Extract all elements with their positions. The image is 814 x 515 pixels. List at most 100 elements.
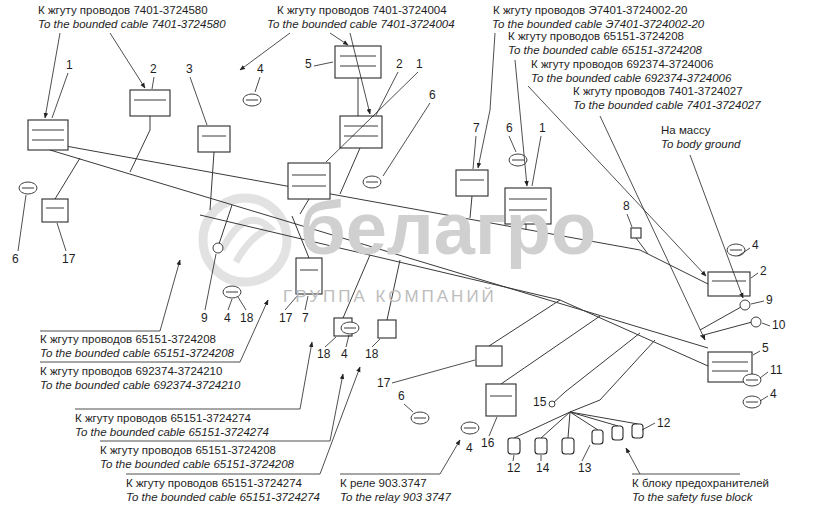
callout-number: 12 — [507, 462, 520, 476]
pin-terminal — [727, 244, 745, 256]
connector-block — [378, 320, 396, 338]
pin-terminal — [746, 380, 758, 381]
ring-terminal — [740, 300, 750, 310]
callout-number: 18 — [240, 312, 253, 326]
callout-number: 4 — [752, 239, 759, 253]
harness-wire — [489, 300, 560, 346]
cable-callout-translation: To the bounded cable 65151-3724274 — [75, 426, 269, 439]
harness-wire — [130, 116, 150, 172]
callout-number: 2 — [396, 58, 403, 72]
cable-callout-translation: To the bounded cable 7401-3724580 — [38, 18, 226, 31]
ring-terminal — [751, 317, 761, 327]
harness-wire — [501, 316, 600, 384]
connector-block — [712, 362, 748, 371]
connector-block — [490, 396, 512, 397]
callout-number: 4 — [257, 63, 264, 77]
harness-wire — [568, 412, 570, 438]
cable-callout-text: К жгуту проводов 65151-3724208 — [40, 333, 216, 346]
cable-callout-translation: To the bounded cable 65151-3724208 — [100, 458, 294, 471]
callout-number: 4 — [224, 312, 231, 326]
pin-terminal — [730, 250, 742, 251]
callout-number: 18 — [365, 348, 378, 362]
cable-callout-translation: To the bounded cable 65151-3724274 — [126, 491, 320, 504]
pin-terminal — [461, 422, 479, 434]
cable-callout-text: К жгуту проводов 65151-3724274 — [126, 477, 302, 490]
fuse-lead — [508, 401, 643, 454]
cable-callout-text: К жгуту проводов 7401-3724004 — [277, 4, 447, 17]
connector-block — [28, 120, 68, 150]
callout-number: 1 — [66, 59, 73, 73]
connector-block — [486, 384, 516, 416]
pin-terminal — [223, 286, 241, 298]
cable-callout-translation: To the bounded cable 7401-3724004 — [267, 18, 455, 31]
cable-callout-text: К блоку предохранителей — [632, 477, 769, 490]
connector-block — [335, 46, 381, 78]
callout-leader — [18, 62, 770, 461]
leader-arrow — [45, 33, 60, 118]
leader-arrow — [40, 300, 268, 362]
pin-terminal — [743, 396, 761, 408]
ring-terminal — [213, 243, 223, 253]
cable-callout-text: К жгуту проводов 7401-3724580 — [38, 4, 208, 17]
pin-terminal — [512, 160, 524, 161]
harness-wire — [541, 412, 570, 438]
cable-callout-text: К жгуту проводов 692374-3724006 — [531, 58, 713, 71]
pin-terminal — [226, 292, 238, 293]
pin-terminal — [464, 428, 476, 429]
callout-number: 16 — [481, 437, 494, 451]
pin-terminal — [22, 188, 34, 189]
callout-number: 15 — [533, 396, 546, 410]
callout-number: 13 — [578, 462, 591, 476]
callout-number: 1 — [416, 58, 423, 72]
connector-block — [130, 90, 170, 116]
callout-number: 7 — [302, 312, 309, 326]
cable-callout-text: К жгуту проводов 65151-3724208 — [508, 30, 684, 43]
callout-number: 7 — [473, 122, 480, 136]
connector-block — [460, 180, 484, 181]
harness-wire — [700, 322, 752, 336]
pin-terminal — [19, 182, 37, 194]
leader-arrow — [40, 260, 180, 331]
pin-terminal — [341, 322, 359, 334]
callout-number: 6 — [398, 390, 405, 404]
watermark: белагро — [300, 186, 596, 271]
pin-terminal — [344, 328, 356, 329]
cable-callout-text: К реле 903.3747 — [340, 477, 427, 490]
callout-number: 10 — [772, 319, 785, 333]
watermark-subtitle: ГРУППА КОМПАНИЙ — [283, 287, 497, 307]
connector-block — [32, 130, 64, 140]
watermark-logo — [203, 198, 287, 282]
callout-number: 9 — [766, 294, 773, 308]
cable-callout-text: К жгуту проводов Э7401-3724002-20 — [493, 4, 688, 17]
callout-number: 5 — [305, 58, 312, 72]
leader-arrow — [330, 33, 348, 45]
harness-wire — [570, 340, 655, 412]
fuse-lead — [508, 438, 520, 454]
leader-arrow — [110, 33, 145, 88]
fuse-lead — [562, 438, 574, 454]
harness-wire — [60, 145, 708, 284]
harness-wire — [210, 152, 214, 210]
callout-number: 6 — [506, 122, 513, 136]
callout-number: 1 — [539, 122, 546, 136]
cable-callout-translation: To the safety fuse block — [632, 491, 752, 504]
pin-terminal — [19, 94, 761, 434]
leader-arrow — [240, 33, 290, 70]
harness-wire — [552, 333, 640, 404]
connector-block — [476, 346, 502, 366]
connector-block — [340, 116, 382, 148]
cable-callout-translation: To the bounded cable 7401-3724027 — [573, 99, 761, 112]
harness-wire — [219, 205, 232, 244]
pin-terminal — [243, 94, 261, 106]
cable-callout-text: К жгуту проводов 65151-3724274 — [75, 412, 251, 425]
callout-number: 14 — [536, 462, 549, 476]
cable-callout-text: На массу — [661, 124, 710, 137]
leader-arrow — [626, 448, 740, 474]
fuse-lead — [592, 430, 603, 444]
cable-callout-translation: To the relay 903 3747 — [340, 491, 451, 504]
callout-number: 5 — [762, 342, 769, 356]
cable-callout-translation: To the bounded cable 65151-3724208 — [40, 347, 234, 360]
connector-block — [712, 281, 746, 282]
harness-wire — [570, 412, 638, 424]
